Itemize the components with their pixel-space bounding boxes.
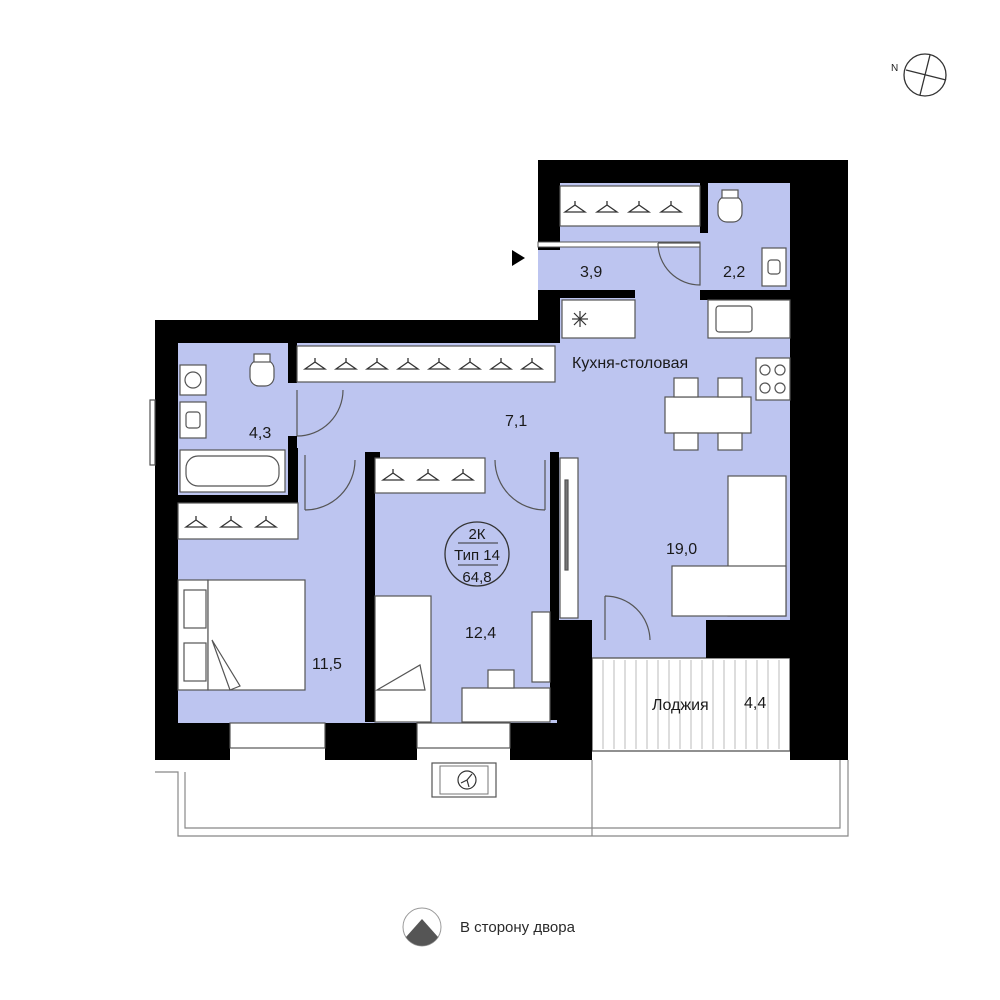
windows [149, 399, 511, 749]
stove-icon [755, 357, 791, 401]
wardrobes [177, 185, 701, 540]
loggia-area: 4,4 [744, 695, 766, 712]
bathroom-fixtures [179, 353, 286, 493]
toilet-icon [249, 359, 275, 387]
wardrobe-bedroom-left [177, 502, 299, 540]
kitchen-dining-label: Кухня-столовая [572, 355, 688, 372]
bedroom-middle-area: 12,4 [465, 625, 496, 642]
doors [296, 242, 701, 641]
compass: N [891, 53, 947, 97]
snowflake-icon [572, 311, 588, 327]
hanger-icons [183, 201, 684, 528]
corridor-area: 7,1 [505, 413, 527, 430]
bathroom-area: 4,3 [249, 425, 271, 442]
entrance-hall-area: 3,9 [580, 264, 602, 281]
shelf [531, 611, 551, 683]
apartment-type: 2К [468, 526, 485, 543]
apartment-total-area: 64,8 [462, 569, 491, 586]
washing-machine-icon [179, 364, 207, 396]
compass-circle [903, 53, 947, 97]
wc-fixtures [717, 189, 787, 287]
kitchen-fixtures [561, 299, 791, 451]
living-furniture [559, 457, 787, 619]
loggia-label: Лоджия [652, 697, 709, 714]
interior-walls [178, 183, 790, 722]
single-bed [374, 595, 432, 723]
bedroom-left-furniture [177, 579, 306, 691]
apartment-badge: 2К Тип 14 64,8 [444, 521, 510, 587]
compass-north-label: N [891, 63, 898, 74]
outer-walls [155, 160, 848, 760]
tv-stand [559, 457, 579, 619]
desk [461, 687, 551, 723]
wc-area: 2,2 [723, 264, 745, 281]
toilet-icon [717, 195, 743, 223]
courtyard-direction-icon [402, 907, 442, 947]
dining-table [664, 396, 752, 434]
living-area: 19,0 [666, 541, 697, 558]
double-bed [207, 579, 306, 691]
loggia [591, 657, 791, 752]
balcony-outline [155, 760, 849, 837]
courtyard-direction-note: В сторону двора [402, 905, 575, 949]
courtyard-direction-label: В сторону двора [460, 918, 575, 936]
bedroom-left-area: 11,5 [312, 656, 342, 673]
wardrobe-entrance [559, 185, 701, 227]
entrance-arrow-icon [512, 250, 525, 266]
apartment-layout-type: Тип 14 [454, 547, 500, 564]
bedroom-middle-furniture [374, 595, 551, 723]
wardrobe-bedroom-middle [374, 457, 486, 494]
wardrobe-corridor [296, 345, 556, 383]
ac-unit-icon [431, 762, 497, 798]
